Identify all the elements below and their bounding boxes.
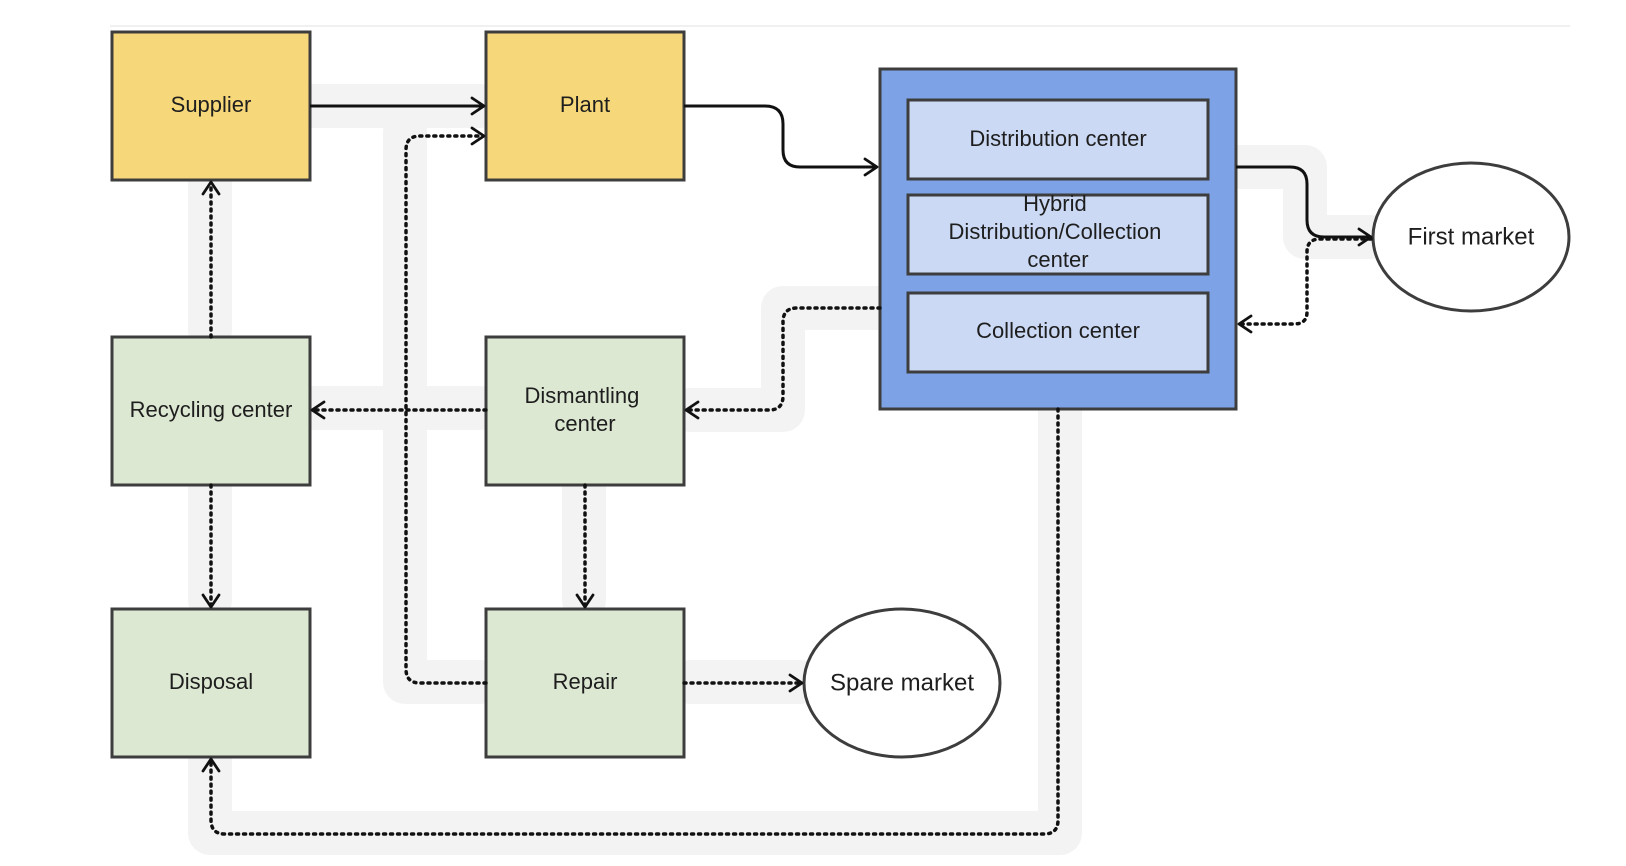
supplier-node: Supplier [110,30,312,182]
edge-recycling-to-disposal [201,483,221,609]
supplier-label: Supplier [171,92,252,117]
dismantling-center-label-line-2: center [554,411,615,436]
spare-market-label: Spare market [830,669,974,696]
hybrid-center-label-line-2: Distribution/Collection [949,219,1162,244]
edge-first-market-to-collection-center [1237,237,1373,334]
collection-center-node: Collection center [906,291,1210,374]
edge-plant-to-centers [684,104,879,177]
hybrid-center-label: Hybrid Distribution/Collection center [949,191,1168,272]
plant-node: Plant [484,30,686,182]
edge-dismantling-to-recycling [310,400,488,420]
edge-repair-to-spare-market [682,673,804,693]
first-market-node: First market [1371,161,1571,313]
distribution-center-label: Distribution center [969,126,1146,151]
edge-recycling-to-supplier [201,180,221,339]
repair-node: Repair [484,607,686,759]
edge-dismantling-to-repair [575,483,595,609]
dismantling-center-label-line-1: Dismantling [524,383,639,408]
hybrid-center-label-line-3: center [1027,247,1088,272]
disposal-label: Disposal [169,669,253,694]
edge-repair-to-plant [404,126,488,685]
edge-centers-to-first-market [1236,165,1373,247]
collection-center-label: Collection center [976,318,1140,343]
edge-supplier-to-plant [310,96,486,116]
repair-label: Repair [553,669,618,694]
recycling-center-label: Recycling center [130,397,293,422]
edge-centers-to-dismantling-center [684,306,882,420]
distribution-center-node: Distribution center [906,98,1210,181]
disposal-node: Disposal [110,607,312,759]
plant-label: Plant [560,92,610,117]
recycling-center-node: Recycling center [110,335,312,487]
first-market-label: First market [1408,223,1535,250]
dismantling-center-label: Dismantling center [524,383,645,436]
edge-centers-to-disposal [201,407,1060,836]
center-group: Distribution center Hybrid Distribution/… [878,67,1238,411]
spare-market-node: Spare market [802,607,1002,759]
hybrid-center-node: Hybrid Distribution/Collection center [906,191,1210,276]
hybrid-center-label-line-1: Hybrid [1023,191,1087,216]
dismantling-center-node: Dismantling center [484,335,686,487]
